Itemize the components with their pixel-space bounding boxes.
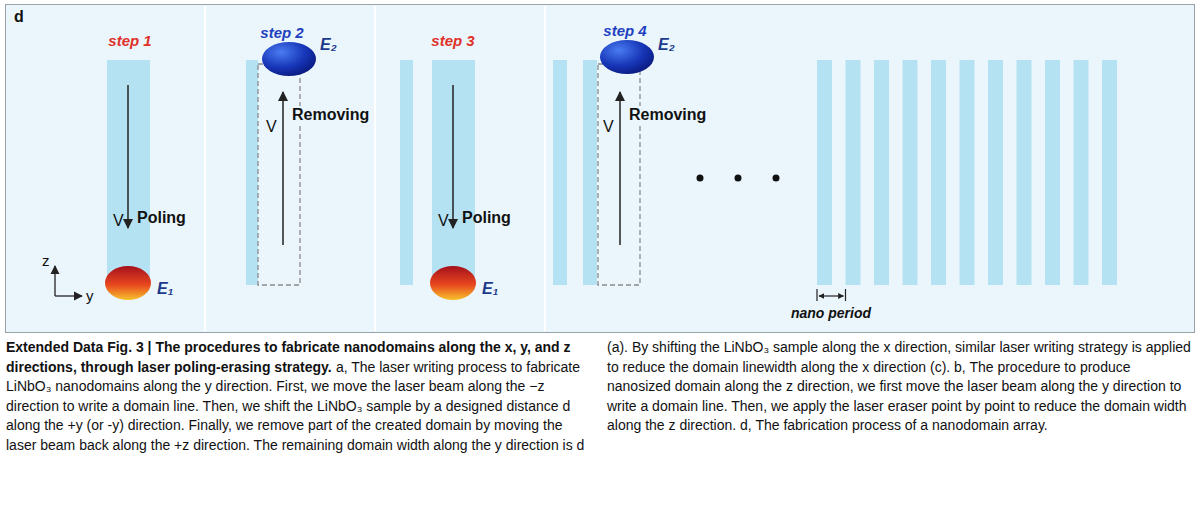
step-label: step 3 xyxy=(431,32,474,50)
process-label: Removing xyxy=(627,106,708,124)
electrode-spot: E₁ xyxy=(105,266,151,300)
step-label: step 1 xyxy=(108,32,151,50)
step-label: step 4 xyxy=(603,22,646,40)
caption-block: Extended Data Fig. 3 | The procedures to… xyxy=(6,338,1194,455)
velocity-label: V xyxy=(438,212,449,230)
process-label: Poling xyxy=(137,209,186,227)
removed-region xyxy=(258,64,640,285)
spot-label: E₂ xyxy=(658,36,675,54)
velocity-label: V xyxy=(113,212,124,230)
ellipsis-dots xyxy=(697,175,780,182)
electrode-spot: E₂ xyxy=(262,42,316,76)
process-label: Poling xyxy=(462,209,511,227)
process-label: Removing xyxy=(290,106,371,124)
spot-label: E₁ xyxy=(157,280,173,298)
spot-shape xyxy=(262,42,316,76)
velocity-label: V xyxy=(603,118,614,136)
motion-arrow xyxy=(128,85,620,245)
laser-spot xyxy=(600,40,654,74)
spot-shape xyxy=(430,266,476,300)
figure-caption: a, The laser writing process to fabricat… xyxy=(6,339,1191,453)
panel-letter: d xyxy=(14,8,24,26)
panel-divider xyxy=(205,6,545,331)
period-bracket xyxy=(817,289,846,301)
velocity-label: V xyxy=(266,118,277,136)
spot-label: E₂ xyxy=(320,36,337,54)
step-label: step 2 xyxy=(260,24,303,42)
laser-spot xyxy=(262,42,316,76)
panel xyxy=(6,5,1195,333)
domain-bars xyxy=(107,60,1117,285)
electrode-spot: E₁ xyxy=(430,266,476,300)
laser-spot xyxy=(430,266,476,300)
axis-label: y xyxy=(86,287,94,305)
spot-shape xyxy=(600,40,654,74)
axis-label: z xyxy=(42,252,50,270)
dimension-label: nano period xyxy=(791,304,871,322)
spot-shape xyxy=(105,266,151,300)
laser-spot xyxy=(105,266,151,300)
electrode-spot: E₂ xyxy=(600,40,654,74)
spot-label: E₁ xyxy=(482,280,498,298)
axes xyxy=(55,266,82,296)
